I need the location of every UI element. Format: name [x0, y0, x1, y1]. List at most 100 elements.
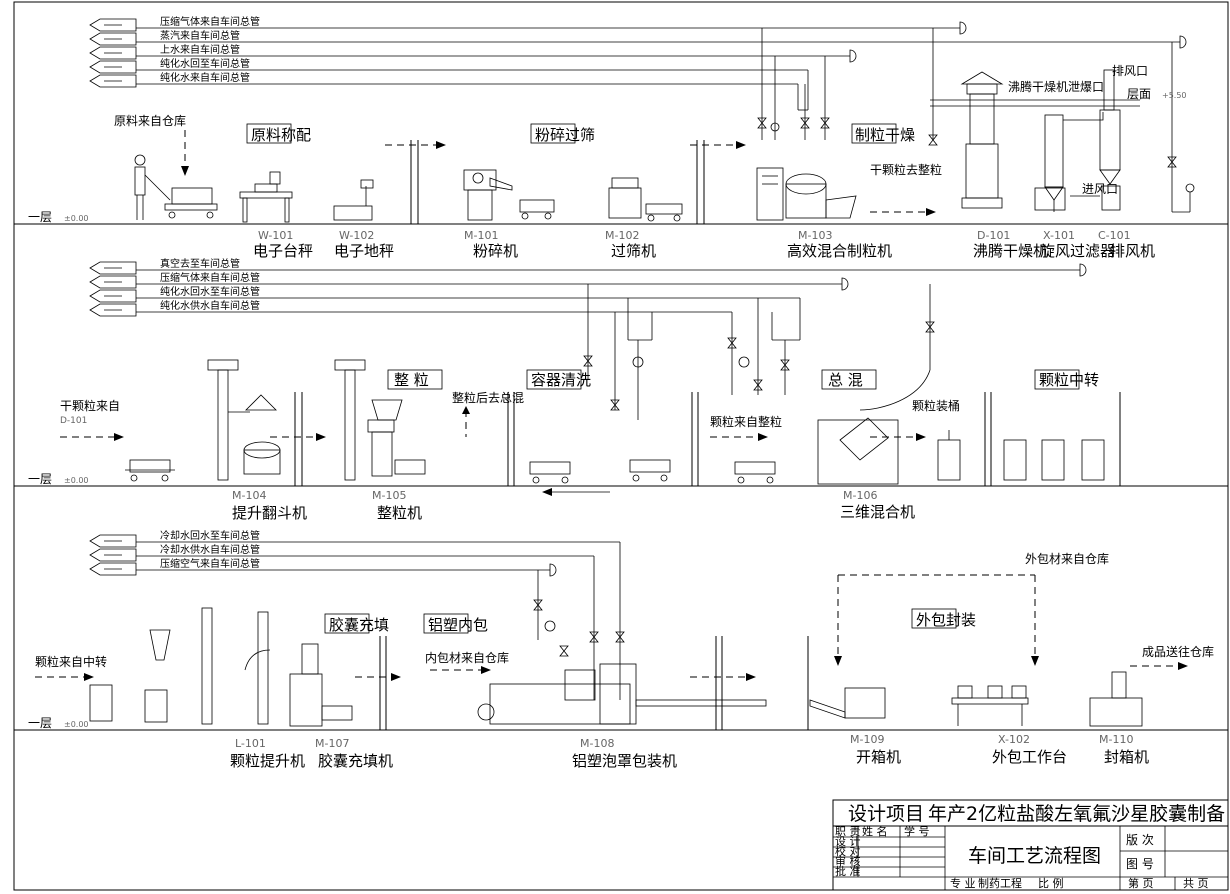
equip-name-W-102: 电子地秤 — [334, 242, 394, 260]
cyclone-filter — [1044, 112, 1104, 212]
total-label: 共 页 — [1183, 877, 1209, 890]
valve-icon — [925, 321, 935, 333]
operator-figure — [134, 154, 171, 220]
svg-text:±0.00: ±0.00 — [64, 720, 89, 729]
valve-icon — [533, 599, 543, 611]
bin-lifter-1 — [207, 359, 281, 481]
section-zhengli: 整 粒 — [394, 371, 429, 389]
section-box — [530, 123, 576, 144]
equip-name-C-101: 排风机 — [1110, 242, 1155, 260]
utility-group-row1: 压缩气体来自车间总管 蒸汽来自车间总管 上水来自车间总管 纯化水回至车间总管 纯… — [89, 15, 1187, 88]
utility-label-2: 蒸汽来自车间总管 — [160, 29, 240, 42]
capsule-filler — [289, 643, 353, 727]
drawing-title: 车间工艺流程图 — [968, 845, 1101, 867]
raw-material-note: 原料来自仓库 — [114, 113, 189, 176]
valve-icon — [610, 399, 620, 411]
gauge-icon — [738, 356, 750, 368]
equip-code-M-103: M-103 — [798, 229, 832, 242]
equip-code-M-105: M-105 — [372, 489, 406, 502]
equip-code-W-101: W-101 — [258, 229, 293, 242]
svg-text:±0.00: ±0.00 — [64, 476, 89, 485]
utility-label-11: 冷却水供水自车间总管 — [160, 543, 260, 556]
utility-group-row2: 真空去至车间总管 压缩气体来自车间总管 纯化水回水至车间总管 纯化水供水自车间总… — [89, 257, 1087, 317]
note-dry-granule-from: 干颗粒来自 — [60, 398, 120, 413]
equip-name-X-102: 外包工作台 — [992, 748, 1067, 766]
valve-icon — [589, 631, 599, 643]
valve-icon — [780, 359, 790, 371]
svg-text:一层: 一层 — [28, 210, 52, 224]
floor-label-3: 一层 ±0.00 — [28, 716, 89, 730]
floor-scale — [333, 179, 374, 221]
sieve-machine — [608, 177, 683, 222]
exhaust-fan — [1099, 69, 1121, 211]
equip-code-X-102: X-102 — [998, 733, 1030, 746]
title-block: 设计项目 年产2亿粒盐酸左氧氟沙星胶囊制备 职 责 姓 名 学 号 设 计 校 … — [832, 799, 1229, 891]
valve-icon — [559, 645, 569, 657]
transfer-cart-1 — [529, 461, 571, 484]
utility-label-6: 真空去至车间总管 — [160, 257, 240, 270]
section-box — [911, 608, 957, 629]
roof-elev: +5.50 — [1162, 91, 1187, 100]
utility-label-4: 纯化水回至车间总管 — [160, 57, 250, 70]
valve-icon — [615, 631, 625, 643]
utility-label-1: 压缩气体来自车间总管 — [160, 15, 260, 28]
utility-arrow-10 — [89, 534, 137, 548]
note-product-to: 成品送往仓库 — [1142, 644, 1214, 659]
equip-code-D-101: D-101 — [977, 229, 1010, 242]
note-vent-top: 排风口 — [1112, 64, 1148, 78]
blister-packer — [477, 663, 767, 725]
dryer-inlet — [1034, 187, 1100, 211]
valve-icon — [800, 117, 810, 129]
utility-arrow-11 — [89, 548, 137, 562]
section-box — [246, 123, 292, 144]
page-label: 第 页 — [1128, 876, 1154, 890]
packing-table — [951, 685, 1029, 726]
equip-name-M-107: 胶囊充填机 — [318, 752, 393, 770]
note-to-mix: 整粒后去总混 — [452, 390, 524, 405]
section-yuanliao: 原料称配 — [251, 126, 311, 144]
equip-name-M-104: 提升翻斗机 — [232, 504, 307, 522]
equip-code-M-108: M-108 — [580, 737, 614, 750]
utility-arrow-3 — [89, 46, 137, 60]
utility-label-8: 纯化水回水至车间总管 — [160, 285, 260, 298]
granule-lifter — [89, 607, 271, 725]
project-name: 年产2亿粒盐酸左氧氟沙星胶囊制备 — [928, 803, 1225, 825]
equip-name-M-106: 三维混合机 — [840, 503, 915, 521]
valve-icon — [820, 117, 830, 129]
equip-label-group-row1: W-101 电子台秤 W-102 电子地秤 M-101 粉碎机 M-102 过筛… — [253, 229, 1155, 260]
case-sealer — [1089, 671, 1143, 727]
note-granule-from-zz: 颗粒来自中转 — [35, 654, 107, 669]
utility-label-12: 压缩空气来自车间总管 — [160, 557, 260, 570]
note-air-in: 进风口 — [1082, 182, 1118, 196]
utility-arrow-5 — [89, 74, 137, 88]
equip-code-M-107: M-107 — [315, 737, 349, 750]
hopper-cart-2 — [629, 459, 671, 482]
gauge-icon — [632, 356, 644, 368]
equip-name-M-103: 高效混合制粒机 — [787, 242, 892, 260]
transfer-cart-2 — [734, 461, 776, 484]
cart-with-box — [164, 187, 218, 219]
svg-text:一层: 一层 — [28, 716, 52, 730]
equip-code-M-106: M-106 — [843, 489, 877, 502]
role-review: 审 核 — [835, 854, 861, 868]
section-box — [821, 369, 877, 390]
valve-icon — [753, 379, 763, 391]
utility-label-3: 上水来自车间总管 — [160, 43, 240, 56]
utility-arrow-4 — [89, 60, 137, 74]
note-granule-from-zl: 颗粒来自整粒 — [710, 414, 782, 429]
three-d-mixer — [817, 417, 899, 485]
floor-label-1: 一层 ±0.00 — [28, 210, 89, 224]
svg-text:±0.00: ±0.00 — [64, 214, 89, 223]
utility-arrow-1 — [89, 18, 137, 32]
role-design: 设 计 — [835, 835, 861, 848]
row3-drops — [533, 542, 625, 700]
section-rongqi: 容器清洗 — [531, 371, 591, 389]
row2-drops — [583, 284, 935, 420]
hopper-cart-1 — [125, 459, 175, 482]
roof-label: 层面 — [1127, 87, 1151, 101]
equip-code-W-102: W-102 — [339, 229, 374, 242]
note-dry-granule-code: D-101 — [60, 416, 87, 426]
scale-label: 比 例 — [1038, 876, 1064, 890]
